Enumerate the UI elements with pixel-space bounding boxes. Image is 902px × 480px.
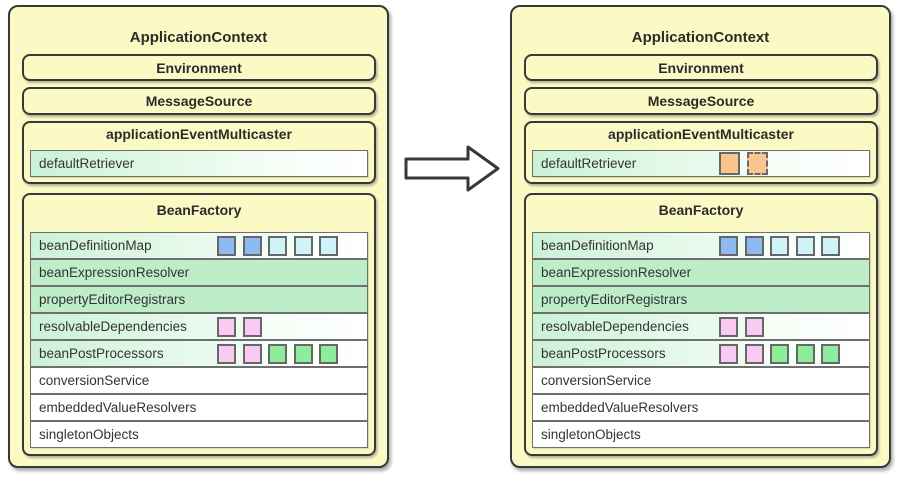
post-processor-chip-green bbox=[770, 343, 789, 364]
default-retriever-row: defaultRetriever bbox=[30, 150, 368, 177]
row-resolvable-dependencies: resolvableDependencies bbox=[30, 313, 368, 340]
bean-factory-rows: beanDefinitionMap beanExpressionResolver… bbox=[30, 232, 368, 448]
chip-list bbox=[217, 316, 262, 337]
row-label: beanDefinitionMap bbox=[39, 238, 152, 253]
row-singleton-objects: singletonObjects bbox=[30, 421, 368, 448]
row-conversion-service: conversionService bbox=[30, 367, 368, 394]
row-label: singletonObjects bbox=[541, 427, 641, 442]
bean-definition-chip-cyan bbox=[795, 235, 815, 256]
bean-factory-box: BeanFactory beanDefinitionMap beanExpres… bbox=[22, 193, 376, 456]
row-bean-expression-resolver: beanExpressionResolver bbox=[30, 259, 368, 286]
row-label: beanExpressionResolver bbox=[39, 265, 190, 280]
post-processor-chip-pink bbox=[719, 343, 738, 364]
row-label: beanExpressionResolver bbox=[541, 265, 692, 280]
environment-label: Environment bbox=[658, 59, 744, 76]
post-processor-chip-pink bbox=[744, 343, 764, 364]
row-bean-definition-map: beanDefinitionMap bbox=[30, 232, 368, 259]
row-label: beanPostProcessors bbox=[39, 346, 164, 361]
row-bean-post-processors: beanPostProcessors bbox=[532, 340, 870, 367]
bean-definition-chip-blue bbox=[242, 235, 262, 256]
chip-list bbox=[719, 316, 764, 337]
message-source-label: MessageSource bbox=[647, 93, 755, 109]
environment-label: Environment bbox=[156, 59, 242, 76]
message-source-box: MessageSource bbox=[524, 87, 878, 115]
dependency-chip-pink bbox=[217, 316, 236, 337]
dependency-chip-pink bbox=[719, 316, 738, 337]
row-bean-post-processors: beanPostProcessors bbox=[30, 340, 368, 367]
chip-list bbox=[719, 152, 768, 175]
application-context-panel-after: ApplicationContext Environment MessageSo… bbox=[510, 5, 891, 468]
chip-list bbox=[217, 235, 338, 256]
row-label: conversionService bbox=[39, 373, 150, 388]
row-label: resolvableDependencies bbox=[541, 319, 689, 334]
bean-definition-chip-cyan bbox=[293, 235, 313, 256]
row-singleton-objects: singletonObjects bbox=[532, 421, 870, 448]
transition-arrow-icon bbox=[404, 145, 501, 193]
bean-definition-chip-cyan bbox=[770, 235, 789, 256]
row-embedded-value-resolvers: embeddedValueResolvers bbox=[532, 394, 870, 421]
bean-factory-box: BeanFactory beanDefinitionMap beanExpres… bbox=[524, 193, 878, 456]
default-retriever-row: defaultRetriever bbox=[532, 150, 870, 177]
application-event-multicaster-box: applicationEventMulticaster defaultRetri… bbox=[22, 121, 376, 184]
row-label: singletonObjects bbox=[39, 427, 139, 442]
row-label: propertyEditorRegistrars bbox=[541, 292, 688, 307]
row-label: resolvableDependencies bbox=[39, 319, 187, 334]
row-label: beanDefinitionMap bbox=[541, 238, 654, 253]
row-bean-definition-map: beanDefinitionMap bbox=[532, 232, 870, 259]
page-title: ApplicationContext bbox=[129, 29, 268, 46]
page-title: ApplicationContext bbox=[631, 29, 770, 46]
bean-definition-chip-blue bbox=[744, 235, 764, 256]
row-property-editor-registrars: propertyEditorRegistrars bbox=[532, 286, 870, 313]
row-property-editor-registrars: propertyEditorRegistrars bbox=[30, 286, 368, 313]
chip-list bbox=[719, 343, 840, 364]
bean-definition-chip-cyan bbox=[268, 235, 287, 256]
row-label: propertyEditorRegistrars bbox=[39, 292, 186, 307]
row-label: beanPostProcessors bbox=[541, 346, 666, 361]
bean-factory-title: BeanFactory bbox=[156, 202, 242, 218]
row-label: embeddedValueResolvers bbox=[39, 400, 197, 415]
bean-definition-chip-cyan bbox=[319, 235, 338, 256]
bean-definition-chip-blue bbox=[217, 235, 236, 256]
row-label: defaultRetriever bbox=[39, 156, 135, 171]
post-processor-chip-green bbox=[795, 343, 815, 364]
application-context-panel-before: ApplicationContext Environment MessageSo… bbox=[8, 5, 389, 468]
row-resolvable-dependencies: resolvableDependencies bbox=[532, 313, 870, 340]
post-processor-chip-green bbox=[821, 343, 840, 364]
dependency-chip-pink bbox=[744, 316, 764, 337]
listener-chip-orange-dashed bbox=[746, 152, 768, 175]
chip-list bbox=[719, 235, 840, 256]
multicaster-title: applicationEventMulticaster bbox=[106, 126, 292, 142]
post-processor-chip-pink bbox=[217, 343, 236, 364]
row-label: conversionService bbox=[541, 373, 652, 388]
post-processor-chip-green bbox=[268, 343, 287, 364]
message-source-label: MessageSource bbox=[145, 93, 253, 109]
listener-chip-orange bbox=[719, 152, 740, 175]
chip-list bbox=[217, 343, 338, 364]
application-event-multicaster-box: applicationEventMulticaster defaultRetri… bbox=[524, 121, 878, 184]
bean-definition-chip-cyan bbox=[821, 235, 840, 256]
bean-factory-title: BeanFactory bbox=[658, 202, 744, 218]
message-source-box: MessageSource bbox=[22, 87, 376, 115]
row-conversion-service: conversionService bbox=[532, 367, 870, 394]
row-label: defaultRetriever bbox=[541, 156, 637, 171]
row-embedded-value-resolvers: embeddedValueResolvers bbox=[30, 394, 368, 421]
post-processor-chip-green bbox=[293, 343, 313, 364]
bean-definition-chip-blue bbox=[719, 235, 738, 256]
row-bean-expression-resolver: beanExpressionResolver bbox=[532, 259, 870, 286]
multicaster-title: applicationEventMulticaster bbox=[608, 126, 794, 142]
environment-box: Environment bbox=[524, 54, 878, 81]
bean-factory-rows: beanDefinitionMap beanExpressionResolver… bbox=[532, 232, 870, 448]
row-label: embeddedValueResolvers bbox=[541, 400, 699, 415]
post-processor-chip-green bbox=[319, 343, 338, 364]
post-processor-chip-pink bbox=[242, 343, 262, 364]
environment-box: Environment bbox=[22, 54, 376, 81]
dependency-chip-pink bbox=[242, 316, 262, 337]
